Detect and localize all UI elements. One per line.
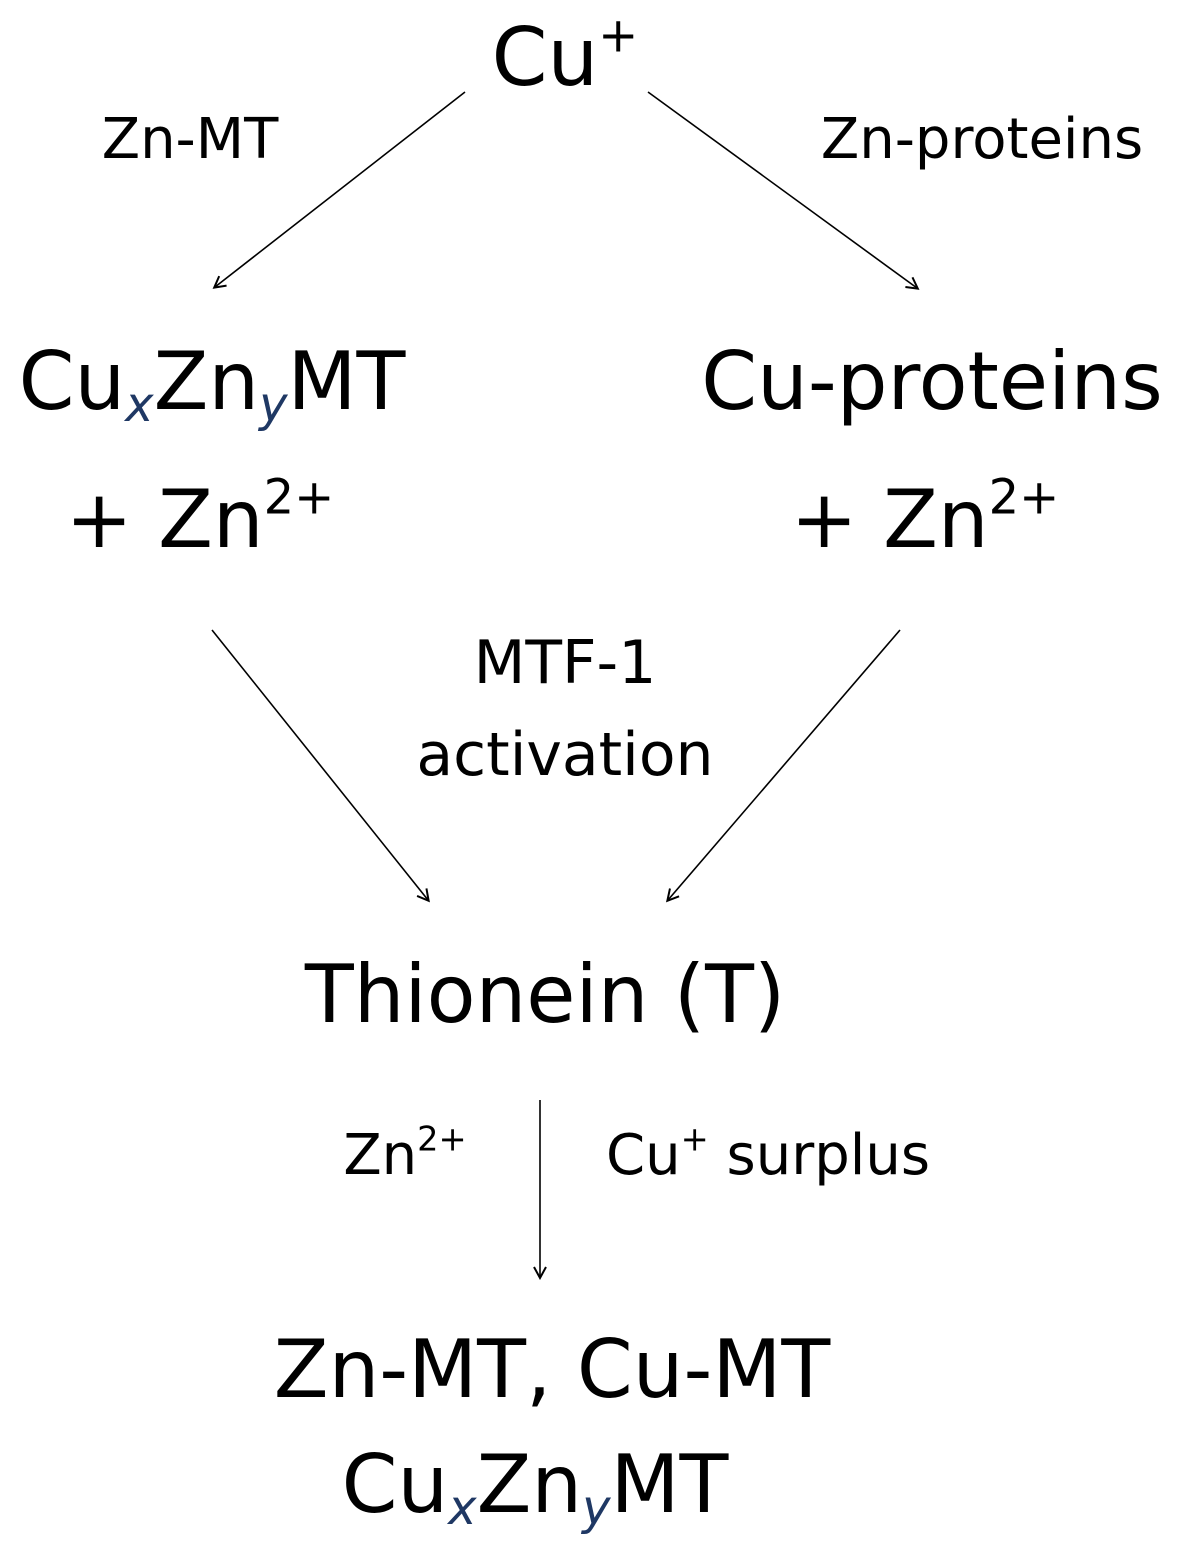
- cuxznymt-zn: Zn: [153, 335, 260, 428]
- edge-label-zn-proteins: Zn-proteins: [820, 107, 1144, 172]
- arrow-left-to-thionein: [211, 629, 428, 900]
- zn-right-base: + Zn: [790, 473, 989, 566]
- final-y: y: [582, 1480, 611, 1536]
- node-thionein: Thionein (T): [304, 948, 786, 1041]
- node-cu-plus: Cu+: [492, 11, 639, 98]
- cu-surplus-base: Cu: [606, 1123, 681, 1188]
- zn2-base: Zn: [343, 1123, 418, 1188]
- arrow-cu-to-cu-proteins: [647, 91, 917, 288]
- cu-surplus-charge: +: [680, 1119, 709, 1159]
- zn-left-charge: 2+: [263, 469, 335, 526]
- final-zn: Zn: [476, 1438, 583, 1531]
- edge-label-mtf1-line2: activation: [416, 720, 714, 790]
- cuxznymt-mt: MT: [287, 335, 406, 428]
- cuxznymt-x: x: [125, 377, 154, 433]
- edge-label-cu-surplus: Cu+ surplus: [606, 1122, 930, 1184]
- zn-left-base: + Zn: [65, 473, 264, 566]
- cu-base: Cu: [491, 11, 599, 104]
- cu-charge: +: [598, 7, 639, 64]
- final-x: x: [448, 1480, 477, 1536]
- edge-label-mtf1-line1: MTF-1: [473, 628, 657, 698]
- cu-surplus-rest: surplus: [708, 1123, 930, 1188]
- zn-right-charge: 2+: [988, 469, 1060, 526]
- node-zn-right: + Zn2+: [791, 473, 1060, 560]
- node-zn-left: + Zn2+: [66, 473, 335, 560]
- final-cu: Cu: [341, 1438, 449, 1531]
- arrow-right-to-thionein: [668, 629, 901, 900]
- arrow-cu-to-cuxznymt: [215, 91, 466, 287]
- final-mt: MT: [610, 1438, 729, 1531]
- node-final-line2: CuxZnyMT: [342, 1445, 729, 1533]
- edge-label-zn2: Zn2+: [343, 1122, 466, 1184]
- cuxznymt-y: y: [259, 377, 288, 433]
- zn2-charge: 2+: [417, 1119, 467, 1159]
- node-final-line1: Zn-MT, Cu-MT: [273, 1323, 831, 1416]
- cuxznymt-cu: Cu: [18, 335, 126, 428]
- edge-label-zn-mt: Zn-MT: [101, 107, 279, 172]
- node-cu-proteins: Cu-proteins: [701, 335, 1163, 428]
- node-cuxznymt: CuxZnyMT: [19, 342, 406, 430]
